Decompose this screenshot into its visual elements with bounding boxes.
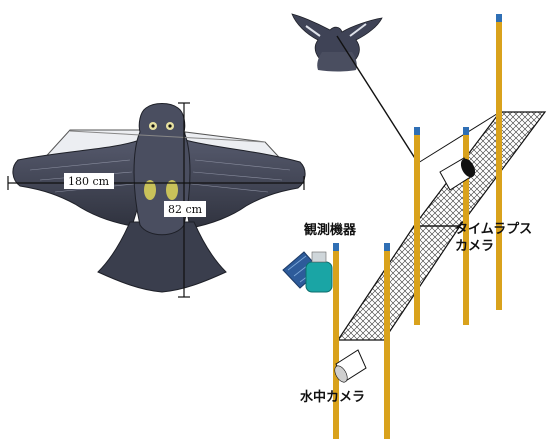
dimension-lines: 180 cm 82 cm	[7, 102, 305, 298]
height-label: 82 cm	[168, 203, 203, 216]
pole-3	[414, 127, 420, 325]
net-lower-panel	[336, 225, 462, 341]
kite-eyes	[149, 122, 174, 130]
net-upper-panel	[412, 111, 547, 227]
mist-net	[336, 111, 547, 341]
kite-frame-spar	[69, 130, 266, 143]
wingspan-label: 180 cm	[68, 175, 110, 188]
observation-equipment-icon	[282, 251, 333, 293]
pole-4	[384, 243, 390, 439]
pole-2	[463, 127, 469, 325]
pole-5	[333, 243, 339, 439]
underwater-camera-icon	[334, 349, 367, 383]
pole-1	[496, 14, 502, 310]
net-top-rope	[417, 111, 501, 164]
label-timelapse-line2: カメラ	[455, 239, 494, 254]
kite-tail	[97, 221, 227, 293]
label-observation-equipment: 観測機器	[303, 222, 357, 238]
timelapse-camera-icon	[439, 157, 476, 191]
kite-tether	[336, 35, 419, 164]
hawk-kite-large	[12, 103, 306, 293]
hawk-kite-flying	[291, 13, 383, 72]
poles	[333, 14, 502, 439]
label-underwater-camera: 水中カメラ	[300, 389, 365, 405]
label-timelapse-line1: タイムラプス	[455, 222, 532, 237]
kite-yellow-markings	[144, 180, 178, 200]
